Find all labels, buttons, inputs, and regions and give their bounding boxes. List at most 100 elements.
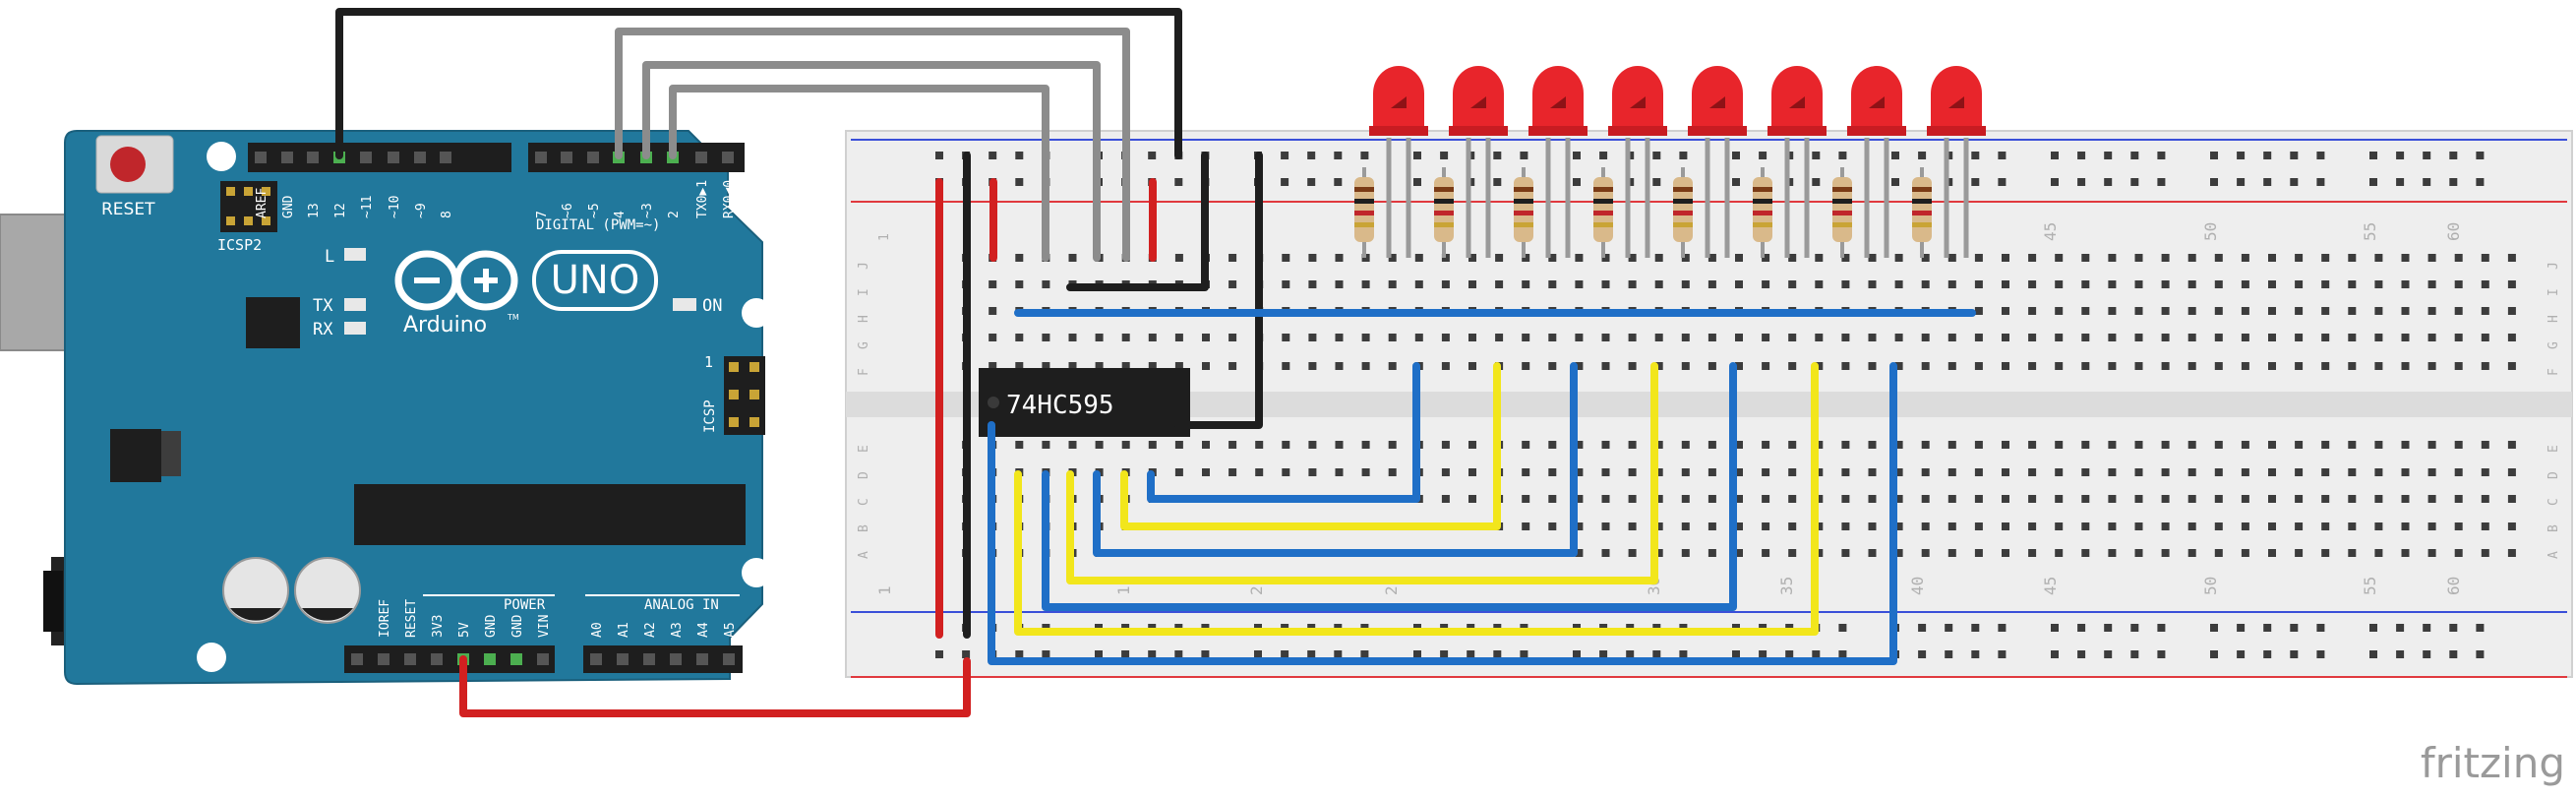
power-pin-label: 3V3	[431, 615, 446, 638]
bb-hole	[2401, 495, 2410, 503]
bb-hole	[1947, 280, 1956, 288]
bb-rail-hole	[1573, 650, 1581, 658]
digital-pin[interactable]	[561, 152, 572, 163]
power-pin-label: GND	[484, 614, 499, 638]
bb-rail-hole	[2369, 650, 2377, 658]
bb-hole	[2507, 549, 2516, 557]
digital-pin-label: 8	[440, 211, 454, 218]
bb-hole	[2348, 441, 2357, 449]
bb-hole	[2187, 334, 2196, 341]
bb-hole	[1735, 254, 1743, 262]
digital-pin[interactable]	[440, 152, 451, 163]
bb-hole	[2214, 280, 2223, 288]
bb-hole	[2055, 495, 2064, 503]
power-pin[interactable]	[537, 653, 549, 665]
digital-pin[interactable]	[695, 152, 707, 163]
bb-rail-hole	[1812, 152, 1821, 159]
led	[1608, 66, 1667, 258]
bb-hole	[1522, 280, 1530, 288]
digital-pin[interactable]	[307, 152, 319, 163]
power-pin[interactable]	[351, 653, 363, 665]
bb-hole	[1762, 362, 1770, 370]
bb-hole	[1654, 334, 1663, 341]
wires	[335, 8, 1976, 717]
bb-hole	[2348, 468, 2357, 476]
bb-hole	[2081, 334, 2090, 341]
bb-hole	[1681, 495, 1690, 503]
digital-pin[interactable]	[587, 152, 599, 163]
bb-rail-hole	[1493, 650, 1502, 658]
bb-hole	[2454, 280, 2463, 288]
bb-hole	[1174, 334, 1183, 341]
digital-pin[interactable]	[388, 152, 399, 163]
bb-hole	[1788, 522, 1797, 530]
analog-pin[interactable]	[590, 653, 602, 665]
bb-hole	[1815, 441, 1824, 449]
digital-pin[interactable]	[360, 152, 372, 163]
power-pin[interactable]	[431, 653, 443, 665]
bb-rail-hole	[1148, 152, 1157, 159]
bb-hole	[2481, 468, 2489, 476]
row-letter-j-right: J	[2546, 262, 2561, 270]
analog-pin[interactable]	[723, 653, 735, 665]
resistor-body	[1832, 177, 1852, 242]
bb-hole	[1361, 280, 1370, 288]
bb-hole	[1575, 441, 1584, 449]
bb-hole	[2401, 307, 2410, 315]
bb-rail-hole	[2104, 624, 2113, 632]
bb-hole	[2507, 334, 2516, 341]
bb-hole	[1788, 362, 1797, 370]
analog-pin[interactable]	[643, 653, 655, 665]
bb-rail-hole	[1759, 650, 1767, 658]
wire-gray-pin4	[615, 28, 1130, 262]
bb-hole	[2028, 495, 2037, 503]
bb-rail-hole	[1998, 624, 2007, 632]
row-letter-j: J	[857, 262, 871, 270]
bb-hole	[2481, 334, 2489, 341]
bb-rail-hole	[1945, 624, 1953, 632]
bb-rail-hole	[2316, 624, 2325, 632]
bb-hole	[1015, 362, 1024, 370]
bb-hole	[1841, 495, 1850, 503]
wire-blue-q7	[988, 362, 1897, 665]
power-pin[interactable]	[378, 653, 389, 665]
bb-rail-hole	[1652, 152, 1661, 159]
bb-hole	[2241, 468, 2249, 476]
resistor	[1514, 167, 1533, 258]
bb-hole	[2108, 522, 2117, 530]
resistor	[1832, 167, 1852, 258]
resistor	[1912, 167, 1932, 258]
bb-hole	[1202, 468, 1210, 476]
bb-hole	[1974, 522, 1983, 530]
bb-hole	[2268, 254, 2276, 262]
bb-hole	[1202, 334, 1210, 341]
led-dome	[1851, 66, 1902, 128]
bb-hole	[1388, 254, 1397, 262]
bb-rail-hole	[1998, 650, 2007, 658]
bb-hole	[1548, 334, 1557, 341]
bb-rail-hole	[1334, 650, 1343, 658]
logo-uno-text: UNO	[551, 258, 640, 303]
power-pin[interactable]	[404, 653, 416, 665]
bb-rail-hole	[2051, 624, 2059, 632]
bb-hole	[2481, 254, 2489, 262]
analog-pin[interactable]	[617, 653, 629, 665]
resistor-band	[1832, 187, 1852, 192]
bb-hole	[2401, 280, 2410, 288]
digital-pin[interactable]	[414, 152, 426, 163]
analog-pin[interactable]	[696, 653, 708, 665]
digital-pin[interactable]	[722, 152, 734, 163]
bb-hole	[2055, 522, 2064, 530]
col-number-bottom-c: 2	[1382, 585, 1401, 595]
bb-hole	[988, 307, 997, 315]
digital-pin[interactable]	[255, 152, 267, 163]
reset-button-cap[interactable]	[110, 147, 146, 182]
bb-hole	[1921, 334, 1930, 341]
chip-label: 74HC595	[1006, 391, 1114, 420]
digital-pin[interactable]	[281, 152, 293, 163]
analog-pin[interactable]	[670, 653, 682, 665]
digital-pin[interactable]	[535, 152, 547, 163]
bb-hole	[2481, 549, 2489, 557]
bb-rail-hole	[2130, 624, 2139, 632]
